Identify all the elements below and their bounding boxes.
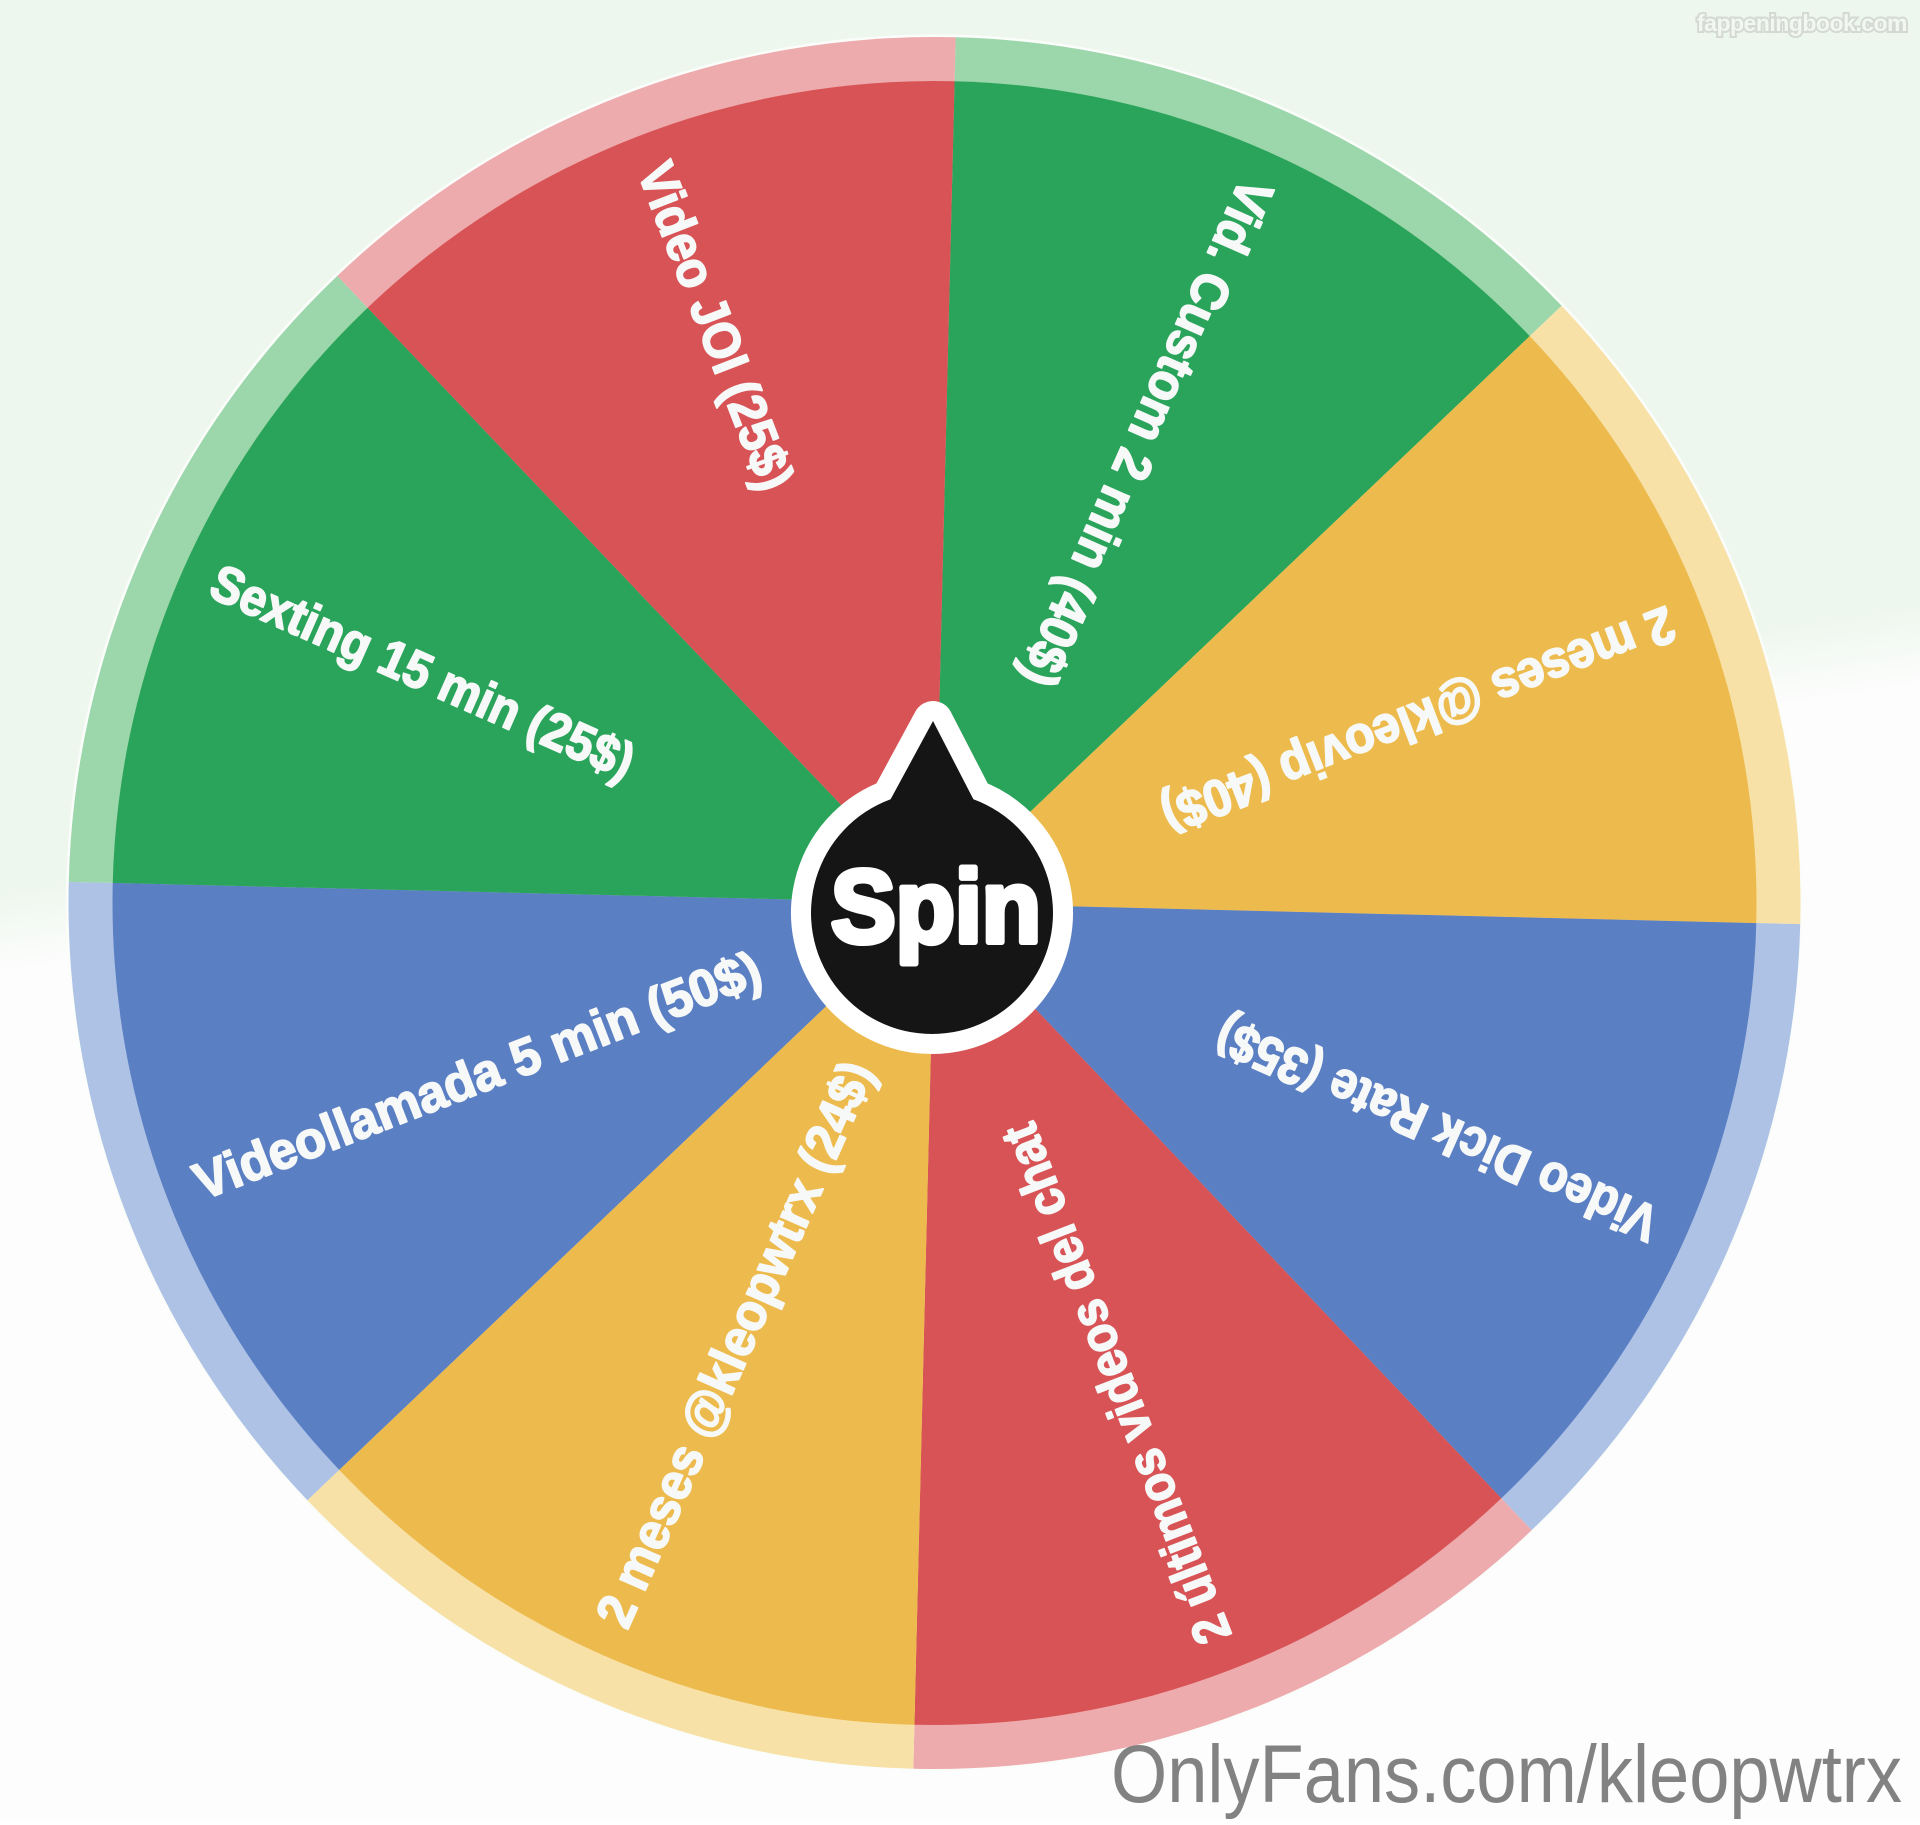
svg-text:Spin: Spin — [831, 849, 1041, 964]
svg-text:OnlyFans.com/kleopwtrx: OnlyFans.com/kleopwtrx — [1111, 1729, 1902, 1820]
svg-text:fappeningbook.com: fappeningbook.com — [1697, 10, 1907, 36]
